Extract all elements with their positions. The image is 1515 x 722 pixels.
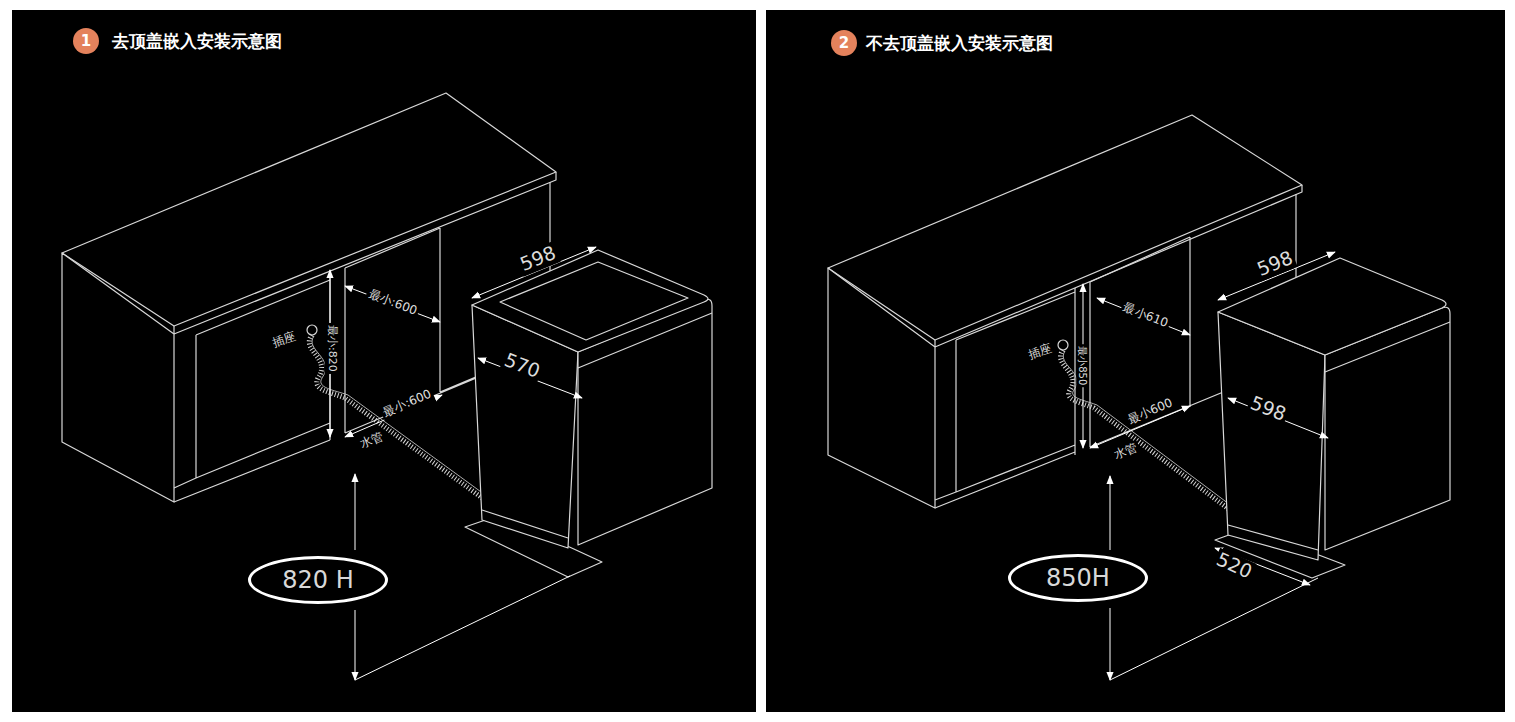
dimension-label: 水管 <box>356 429 387 452</box>
panel-title: 去顶盖嵌入安装示意图 <box>112 30 282 52</box>
dimension-label: 最小:600 <box>364 287 420 320</box>
panel-ground <box>12 10 756 712</box>
height-ellipse: 850H <box>1008 554 1148 602</box>
dimension-label: 最小610 <box>1119 300 1171 331</box>
step-number: 2 <box>831 30 857 56</box>
hose-and-plug <box>1058 340 1233 510</box>
step-badge: 2 <box>831 30 857 56</box>
panel-title: 不去顶盖嵌入安装示意图 <box>866 32 1053 54</box>
dishwasher-drawing <box>1215 258 1450 578</box>
dimension-lines <box>330 247 596 680</box>
diagram-panel: 去顶盖嵌入安装示意图 1 820 H 598 最小:600 插座 最小:820 570 最小:6… <box>12 10 756 712</box>
height-ellipse: 820 H <box>248 556 388 604</box>
step-number: 1 <box>73 28 99 54</box>
dimension-label: 最小:600 <box>379 387 435 421</box>
dishwasher-drawing <box>465 250 712 577</box>
dimension-label: 水管 <box>1110 440 1141 463</box>
dimension-label: 插座 <box>1025 341 1056 363</box>
step-badge: 1 <box>73 28 99 54</box>
dimension-label: 最小850 <box>1077 344 1089 387</box>
diagram-panel: 不去顶盖嵌入安装示意图 2 850H 598 最小610 插座 最小850 598 最小600 水… <box>766 10 1505 712</box>
dimension-label: 598 <box>515 241 561 276</box>
dimension-label: 570 <box>499 349 544 384</box>
dimension-label: 插座 <box>269 329 300 351</box>
dimension-label: 598 <box>1245 392 1290 427</box>
dimension-label: 最小600 <box>1124 396 1176 429</box>
dimension-label: 598 <box>1252 246 1298 281</box>
dimension-lines <box>1083 252 1335 680</box>
height-value: 850H <box>1046 564 1110 592</box>
dimension-label: 520 <box>1211 548 1257 584</box>
dimension-label: 最小:820 <box>325 323 338 374</box>
panel-ground <box>766 10 1505 712</box>
height-value: 820 H <box>282 566 353 594</box>
